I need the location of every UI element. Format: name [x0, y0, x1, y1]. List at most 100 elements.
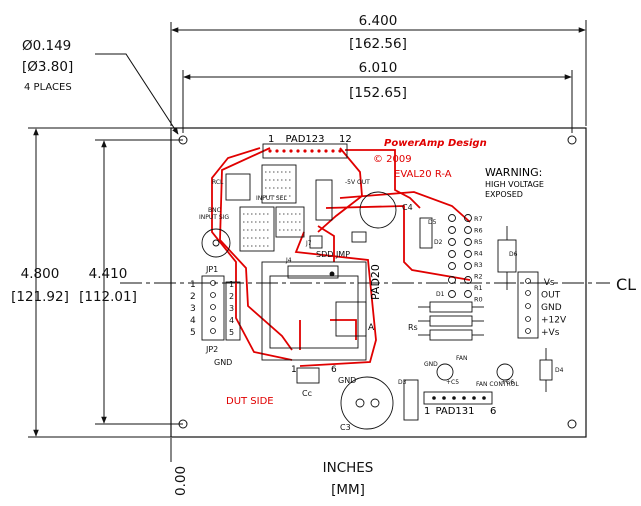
d1-label: D1: [436, 291, 445, 298]
dut-pin6: 6: [331, 365, 337, 375]
c6-capacitor: [496, 363, 514, 381]
jp1-label: JP1: [205, 265, 218, 274]
pad20-header: [287, 265, 339, 279]
c5-label: +C5: [446, 379, 459, 386]
pad123-label: PAD123: [285, 134, 324, 145]
rs-resistor-1: [429, 301, 473, 313]
c6-label: +C6: [501, 379, 514, 386]
d3-label: D3: [398, 379, 407, 386]
gnd-mid-label: GND: [338, 376, 356, 385]
jp2-pin-label-4: 4: [229, 316, 234, 325]
jp2-pin-label-5: 5: [229, 328, 234, 337]
jp1-pin-label-1: 1: [190, 280, 196, 290]
pad123-pins: [268, 149, 342, 153]
pad123-pin1: 1: [268, 134, 274, 145]
jp2-pin-label-1: 1: [229, 280, 234, 289]
warning-title: WARNING:: [485, 166, 542, 179]
c3-capacitor: [340, 376, 394, 430]
centerline-label: CL: [616, 275, 636, 294]
jp2-pin-label-3: 3: [229, 304, 234, 313]
overall-height-mm: [121.92]: [11, 289, 69, 305]
jp3-label-5: +Vs: [541, 328, 560, 338]
j4-label: J4: [285, 257, 292, 264]
dut-socket: [261, 261, 367, 361]
c5-capacitor: [436, 363, 454, 381]
fan-control-label: FAN CONTROL: [476, 381, 519, 388]
pad123-pin12: 12: [339, 134, 352, 145]
jp3-label-3: GND: [541, 303, 562, 313]
board-outline: [170, 127, 587, 438]
overall-width-in: 6.400: [359, 13, 398, 29]
pad131-pin1: 1: [424, 406, 430, 417]
resistor-label-1: R7: [474, 215, 483, 223]
sdd-jmp-label: SDD JMP: [316, 250, 350, 259]
pad20-box: [335, 301, 367, 337]
d2-label: D2: [434, 239, 443, 246]
d5-label: D5: [428, 219, 437, 226]
resistor-label-8: R0: [474, 296, 483, 304]
resistor-label-6: R2: [474, 273, 483, 281]
minus5v-label: -5V OUT: [345, 179, 370, 186]
copyright-text: © 2009: [373, 154, 412, 165]
jp1-pin-label-2: 2: [190, 292, 196, 302]
logo-text: PowerAmp Design: [384, 138, 487, 149]
components: [201, 143, 553, 430]
jp1-pin-labels: 1 2 3 4 5: [190, 280, 196, 338]
pad20-a: A: [368, 323, 375, 333]
hole-span-height-mm: [112.01]: [79, 289, 137, 305]
warning-line2: EXPOSED: [485, 190, 523, 199]
resistor-label-4: R4: [474, 250, 483, 258]
c4-capacitor: [359, 191, 397, 229]
j7-label: J7: [305, 240, 312, 247]
mounting-hole-bl: [178, 419, 188, 429]
gnd-left-label: GND: [214, 358, 232, 367]
rs-label: Rs: [408, 323, 418, 332]
gnd-fan-label: GND: [424, 361, 438, 368]
pad123-header: [262, 143, 348, 159]
jp3-label-4: +12V: [541, 316, 567, 326]
mounting-hole-tr: [567, 135, 577, 145]
mounting-hole-tl: [178, 135, 188, 145]
mounting-hole-br: [567, 419, 577, 429]
jp3-label-2: OUT: [541, 291, 561, 301]
c3-label: C3: [340, 423, 351, 432]
resistor-label-3: R5: [474, 238, 483, 246]
hole-span-height-in: 4.410: [89, 266, 128, 282]
hole-span-width-in: 6.010: [359, 60, 398, 76]
resistor-label-2: R6: [474, 227, 483, 235]
rs-resistor-2: [429, 315, 473, 327]
units-in: INCHES: [323, 460, 374, 476]
cc-cap: [296, 367, 320, 384]
rs-resistor-3: [429, 329, 473, 341]
grid-dots: [243, 171, 301, 247]
hole-dia-mm: [Ø3.80]: [22, 59, 73, 75]
input-sel-label: INPUT SEL: [256, 195, 287, 202]
jp3-header: [517, 271, 539, 339]
jp1-pin-label-4: 4: [190, 316, 196, 326]
cc-label: Cc: [302, 389, 312, 398]
jp1-header: [201, 275, 225, 341]
pad131-header: [423, 391, 493, 405]
hole-count: 4 PLACES: [24, 82, 72, 93]
jp1-pin-label-3: 3: [190, 304, 196, 314]
warning-line1: HIGH VOLTAGE: [485, 180, 544, 189]
d4-label: D4: [555, 367, 564, 374]
pad131-pin6: 6: [490, 406, 496, 417]
jp2-pin-label-2: 2: [229, 292, 234, 301]
fan-label: FAN: [456, 355, 468, 362]
overall-height-in: 4.800: [21, 266, 60, 282]
board-text: PowerAmp Design © 2009 EVAL20 R-A WARNIN…: [199, 134, 564, 432]
dimension-text: 6.400 [162.56] 6.010 [152.65] Ø0.149 [Ø3…: [11, 13, 636, 498]
jp1-pin-label-5: 5: [190, 328, 196, 338]
units-mm: [MM]: [331, 482, 365, 498]
resistor-pads: [448, 214, 472, 298]
bnc-connector: [201, 228, 231, 258]
d6-label: D6: [509, 251, 518, 258]
revision-text: EVAL20 R-A: [394, 169, 452, 180]
pad20-label: PAD20: [369, 264, 382, 300]
origin-label: 0.00: [173, 466, 189, 496]
jp3-label-1: -Vs: [541, 278, 555, 288]
